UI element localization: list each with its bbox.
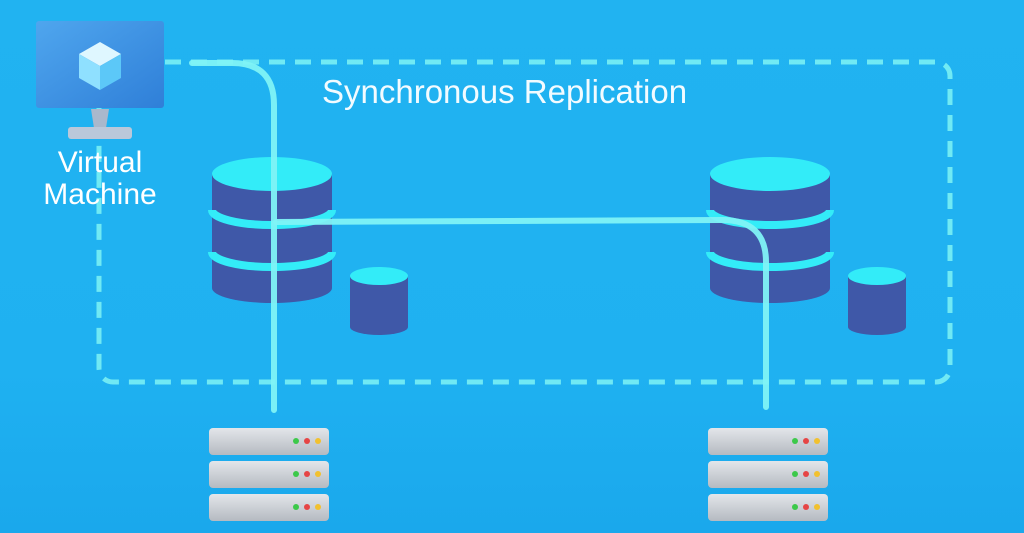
- primary-server-rack-icon: [209, 428, 329, 521]
- replication-zone-border: [96, 59, 953, 385]
- secondary-database-log-icon: [848, 267, 906, 335]
- primary-database-log-icon: [350, 267, 408, 335]
- replication-zone-title: Synchronous Replication: [322, 73, 688, 110]
- vm-to-primary-connection: [189, 60, 277, 413]
- vm-label-line1: Virtual: [57, 146, 143, 179]
- secondary-server-rack-icon: [708, 428, 828, 521]
- vm-label-line2: Machine: [43, 178, 157, 211]
- secondary-database-icon: [706, 157, 834, 303]
- azure-vm-cube-icon: [79, 42, 121, 90]
- virtual-machine-icon: [36, 21, 164, 139]
- replication-connection: [273, 216, 769, 410]
